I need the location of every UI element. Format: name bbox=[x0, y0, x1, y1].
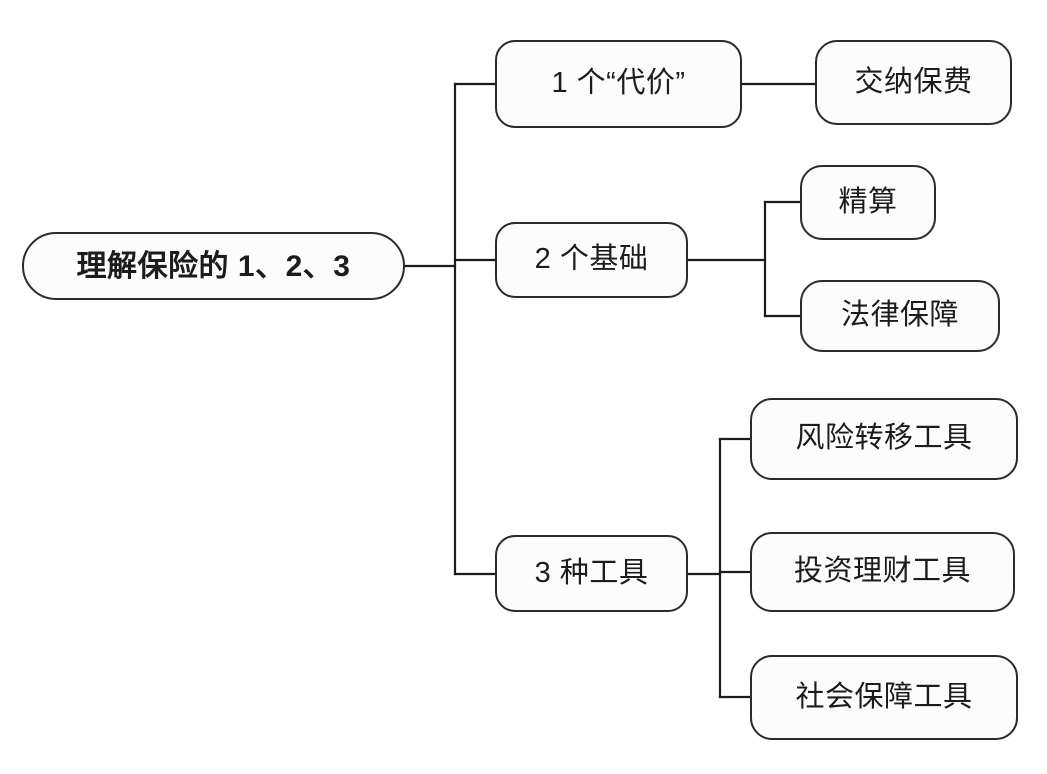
leaf-node-legal-protection-label: 法律保障 bbox=[840, 299, 959, 332]
branch-node-cost[interactable]: 1 个“代价” bbox=[495, 40, 742, 128]
branch-node-cost-label: 1 个“代价” bbox=[551, 67, 686, 100]
branch-node-tools[interactable]: 3 种工具 bbox=[495, 535, 688, 612]
leaf-node-actuarial-label: 精算 bbox=[838, 185, 898, 218]
leaf-node-social-security-tool[interactable]: 社会保障工具 bbox=[750, 655, 1018, 740]
leaf-node-risk-transfer-tool-label: 风险转移工具 bbox=[795, 422, 973, 455]
branch-node-foundations[interactable]: 2 个基础 bbox=[495, 222, 688, 298]
leaf-node-pay-premium-label: 交纳保费 bbox=[854, 65, 973, 98]
branch-node-foundations-label: 2 个基础 bbox=[534, 243, 649, 276]
root-node-label: 理解保险的 1、2、3 bbox=[76, 249, 351, 283]
leaf-node-legal-protection[interactable]: 法律保障 bbox=[800, 280, 1000, 352]
leaf-node-pay-premium[interactable]: 交纳保费 bbox=[815, 40, 1012, 125]
leaf-node-investment-tool-label: 投资理财工具 bbox=[793, 555, 971, 588]
root-node[interactable]: 理解保险的 1、2、3 bbox=[22, 232, 405, 300]
leaf-node-investment-tool[interactable]: 投资理财工具 bbox=[750, 532, 1015, 612]
leaf-node-actuarial[interactable]: 精算 bbox=[800, 165, 936, 240]
leaf-node-risk-transfer-tool[interactable]: 风险转移工具 bbox=[750, 398, 1018, 480]
leaf-node-social-security-tool-label: 社会保障工具 bbox=[795, 680, 973, 713]
branch-node-tools-label: 3 种工具 bbox=[534, 556, 649, 589]
